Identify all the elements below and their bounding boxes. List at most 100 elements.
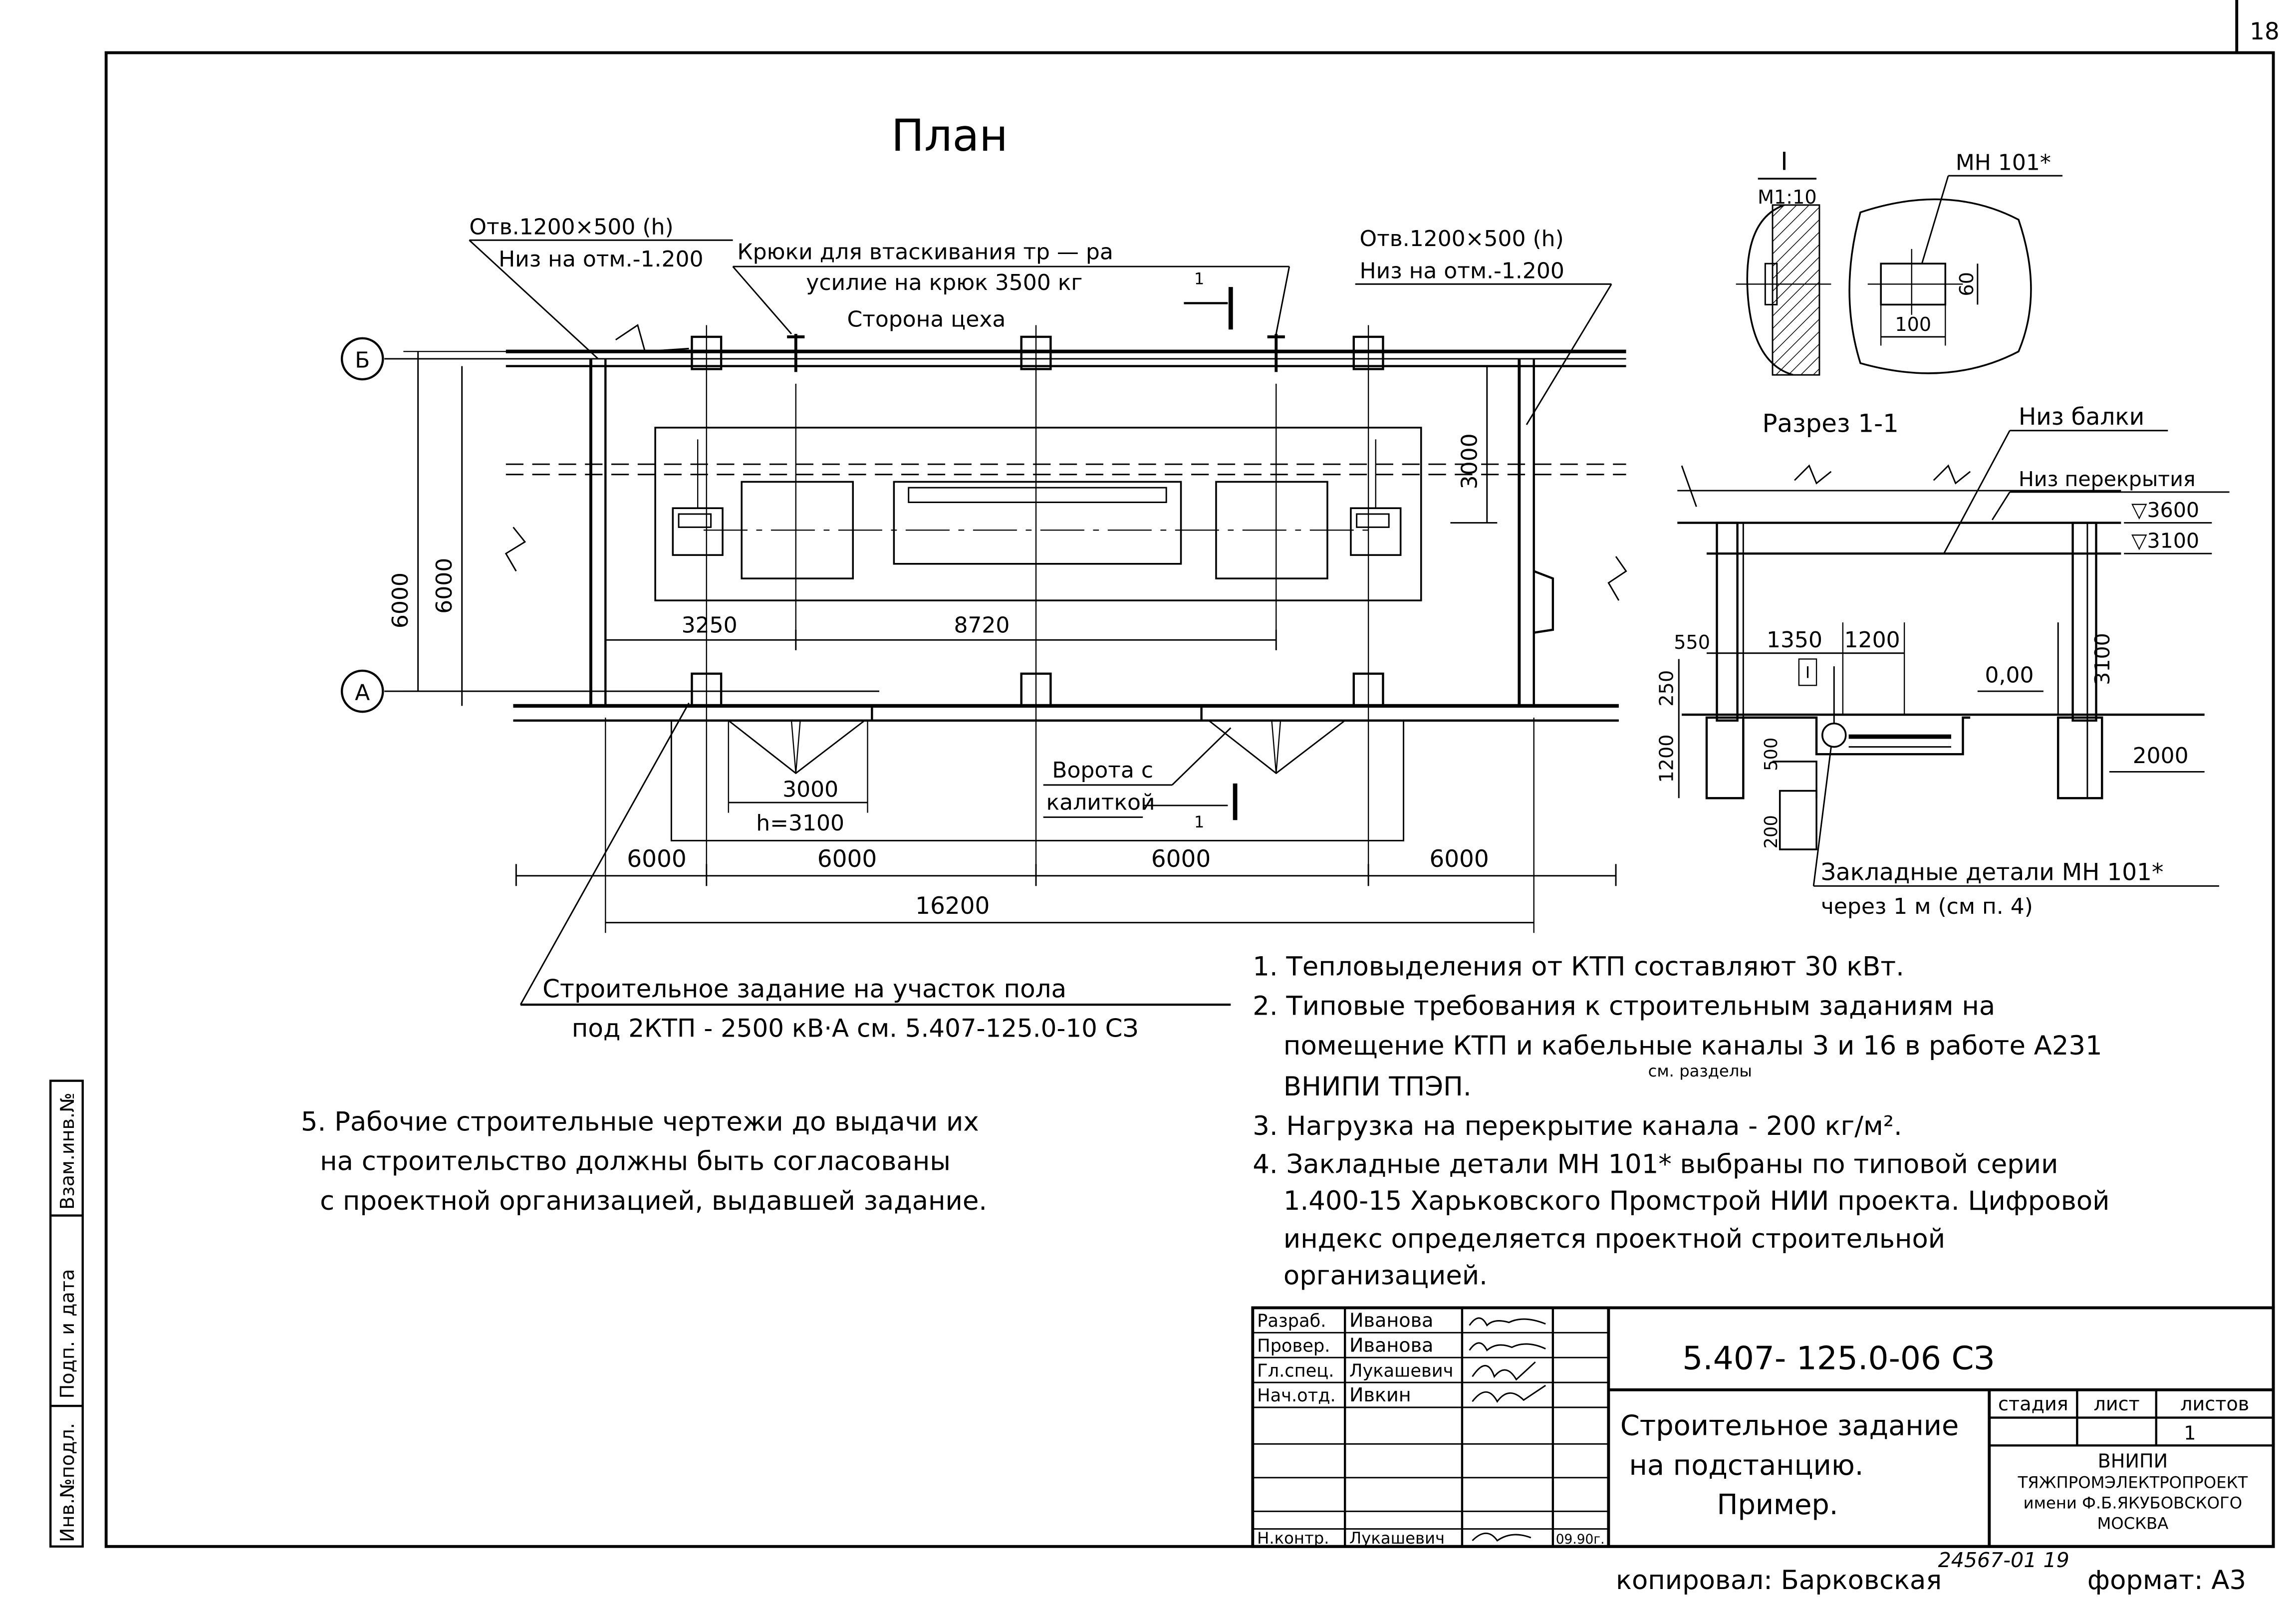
total-dim: 16200 <box>915 892 990 920</box>
side-stamp-replace: Взам.инв.№ <box>56 1092 78 1210</box>
note-1: 1. Тепловыделения от КТП составляют 30 к… <box>1253 951 1904 982</box>
doc-code: 5.407- 125.0-06 СЗ <box>1682 1340 1995 1377</box>
gate-section-mark: 1 <box>1194 812 1205 831</box>
dim-h3100: h=3100 <box>756 810 844 836</box>
footer: копировал: Барковская 24567-01 19 формат… <box>1616 1548 2246 1596</box>
dim-250: 250 <box>1655 670 1677 707</box>
level-3100: ▽3100 <box>2131 529 2199 552</box>
control-name: Лукашевич <box>1349 1529 1445 1548</box>
bay-dim-2: 6000 <box>817 845 877 873</box>
signature-3 <box>1472 1361 1536 1381</box>
desc-3: Пример. <box>1717 1489 1838 1521</box>
plan-title: План <box>891 110 1008 161</box>
detail-I-mark: I <box>1781 147 1788 176</box>
detail-I-dim-100: 100 <box>1895 313 1931 335</box>
dim-3000-door: 3000 <box>782 777 838 802</box>
footer-copied: копировал: Барковская <box>1616 1565 1942 1596</box>
sheet-number: 18 <box>2250 18 2280 45</box>
bay-dim-1: 6000 <box>627 845 686 873</box>
dim-1350: 1350 <box>1767 627 1822 653</box>
level-3600: ▽3600 <box>2131 498 2199 522</box>
note-2-cont: помещение КТП и кабельные каналы 3 и 16 … <box>1283 1031 2102 1061</box>
dim-500: 500 <box>1761 738 1782 771</box>
footer-format: формат: А3 <box>2087 1565 2246 1596</box>
section-mark-top: 1 <box>1194 269 1205 288</box>
opening-left-level: Низ на отм.-1.200 <box>499 247 703 272</box>
dim-200: 200 <box>1761 815 1782 848</box>
sheet-frame: 18 <box>104 0 2280 1548</box>
signature-4 <box>1472 1384 1546 1403</box>
dim-550: 550 <box>1674 631 1710 653</box>
hooks-force: усилие на крюк 3500 кг <box>806 270 1082 295</box>
desc-2: на подстанцию. <box>1629 1449 1863 1482</box>
detail-I-circle <box>1821 722 1847 748</box>
control-role: Н.контр. <box>1257 1529 1329 1548</box>
note-4-cont3: организацией. <box>1283 1260 1488 1291</box>
org-4: МОСКВА <box>2097 1514 2168 1533</box>
axis-b-bubble <box>340 337 384 381</box>
sheets-label: листов <box>2180 1393 2249 1415</box>
detail-I: I М1:10 МН 101* 100 60 <box>1736 147 2063 376</box>
dim-1200-top: 1200 <box>1844 627 1900 653</box>
dim-3000-vertical: 3000 <box>1457 433 1482 489</box>
title-block: Разраб. Провер. Гл.спец. Нач.отд. Иванов… <box>1251 1306 2275 1548</box>
level-000: 0,00 <box>1985 662 2034 688</box>
detail-I-dim-60: 60 <box>1956 272 1978 296</box>
side-stamp: Инв.№подл. Подп. и дата Взам.инв.№ <box>49 1079 84 1548</box>
axis-b-label: Б <box>355 348 370 373</box>
name-4: Ивкин <box>1349 1384 1411 1406</box>
desc-1: Строительное задание <box>1620 1410 1959 1442</box>
name-2: Иванова <box>1349 1334 1433 1356</box>
sheets-value: 1 <box>2184 1422 2196 1444</box>
role-1: Разраб. <box>1257 1311 1326 1332</box>
stage-label: стадия <box>1998 1393 2068 1415</box>
opening-right: Отв.1200×500 (h) <box>1360 226 1564 252</box>
note-4-cont2: индекс определяется проектной строительн… <box>1283 1224 1945 1254</box>
dim-8720: 8720 <box>954 613 1010 638</box>
shop-side: Сторона цеха <box>847 306 1006 332</box>
bay-dim-3: 6000 <box>1151 845 1211 873</box>
dim-6000-inner: 6000 <box>432 558 457 614</box>
floor-task-line1: Строительное задание на участок пола <box>542 974 1066 1003</box>
sheet-label: лист <box>2093 1393 2139 1415</box>
plan-view: План Б А <box>340 110 1627 933</box>
notes: 1. Тепловыделения от КТП составляют 30 к… <box>301 951 2110 1291</box>
dim-6000-outer: 6000 <box>388 572 413 628</box>
note-2-sub: см. разделы <box>1648 1062 1752 1080</box>
org-2: ТЯЖПРОМЭЛЕКТРОПРОЕКТ <box>2018 1473 2248 1492</box>
dim-3250: 3250 <box>682 613 738 638</box>
note-4: 4. Закладные детали МН 101* выбраны по т… <box>1253 1149 2058 1179</box>
bay-dim-4: 6000 <box>1429 845 1489 873</box>
footer-number: 24567-01 19 <box>1938 1548 2069 1572</box>
gate-label-1: Ворота с <box>1052 758 1153 783</box>
org-3: имени Ф.Б.ЯКУБОВСКОГО <box>2024 1493 2242 1512</box>
dim-2000: 2000 <box>2133 743 2189 769</box>
side-stamp-sign: Подп. и дата <box>56 1269 78 1399</box>
signature-5 <box>1472 1533 1531 1542</box>
control-date: 09.90г. <box>1556 1532 1605 1547</box>
detail-I-part: МН 101* <box>1956 150 2051 175</box>
section-title: Разрез 1-1 <box>1762 409 1898 438</box>
role-4: Нач.отд. <box>1257 1385 1336 1406</box>
embedded-1: Закладные детали МН 101* <box>1821 859 2164 886</box>
signature-2 <box>1469 1342 1546 1351</box>
note-5: 5. Рабочие строительные чертежи до выдач… <box>301 1106 979 1137</box>
section-detail-mark: I <box>1805 663 1810 682</box>
hooks-label: Крюки для втаскивания тр — ра <box>737 239 1113 265</box>
note-5-cont2: с проектной организацией, выдавшей задан… <box>320 1186 987 1216</box>
gate-label-2: калиткой <box>1046 790 1155 815</box>
org-1: ВНИПИ <box>2098 1450 2168 1472</box>
note-5-cont1: на строительство должны быть согласованы <box>320 1146 951 1177</box>
opening-right-level: Низ на отм.-1.200 <box>1360 259 1564 284</box>
side-stamp-inv: Инв.№подл. <box>56 1423 78 1542</box>
note-4-cont1: 1.400-15 Харьковского Промстрой НИИ прое… <box>1283 1186 2110 1216</box>
beam-bottom: Низ балки <box>2019 403 2144 431</box>
floor-task-line2: под 2КТП - 2500 кВ·А см. 5.407-125.0-10 … <box>572 1014 1139 1043</box>
opening-left: Отв.1200×500 (h) <box>469 215 673 240</box>
dim-1200-left: 1200 <box>1655 735 1677 783</box>
note-2: 2. Типовые требования к строительным зад… <box>1253 991 1995 1022</box>
slab-bottom: Низ перекрытия <box>2019 467 2196 491</box>
signature-1 <box>1469 1317 1546 1327</box>
role-3: Гл.спец. <box>1257 1360 1334 1381</box>
